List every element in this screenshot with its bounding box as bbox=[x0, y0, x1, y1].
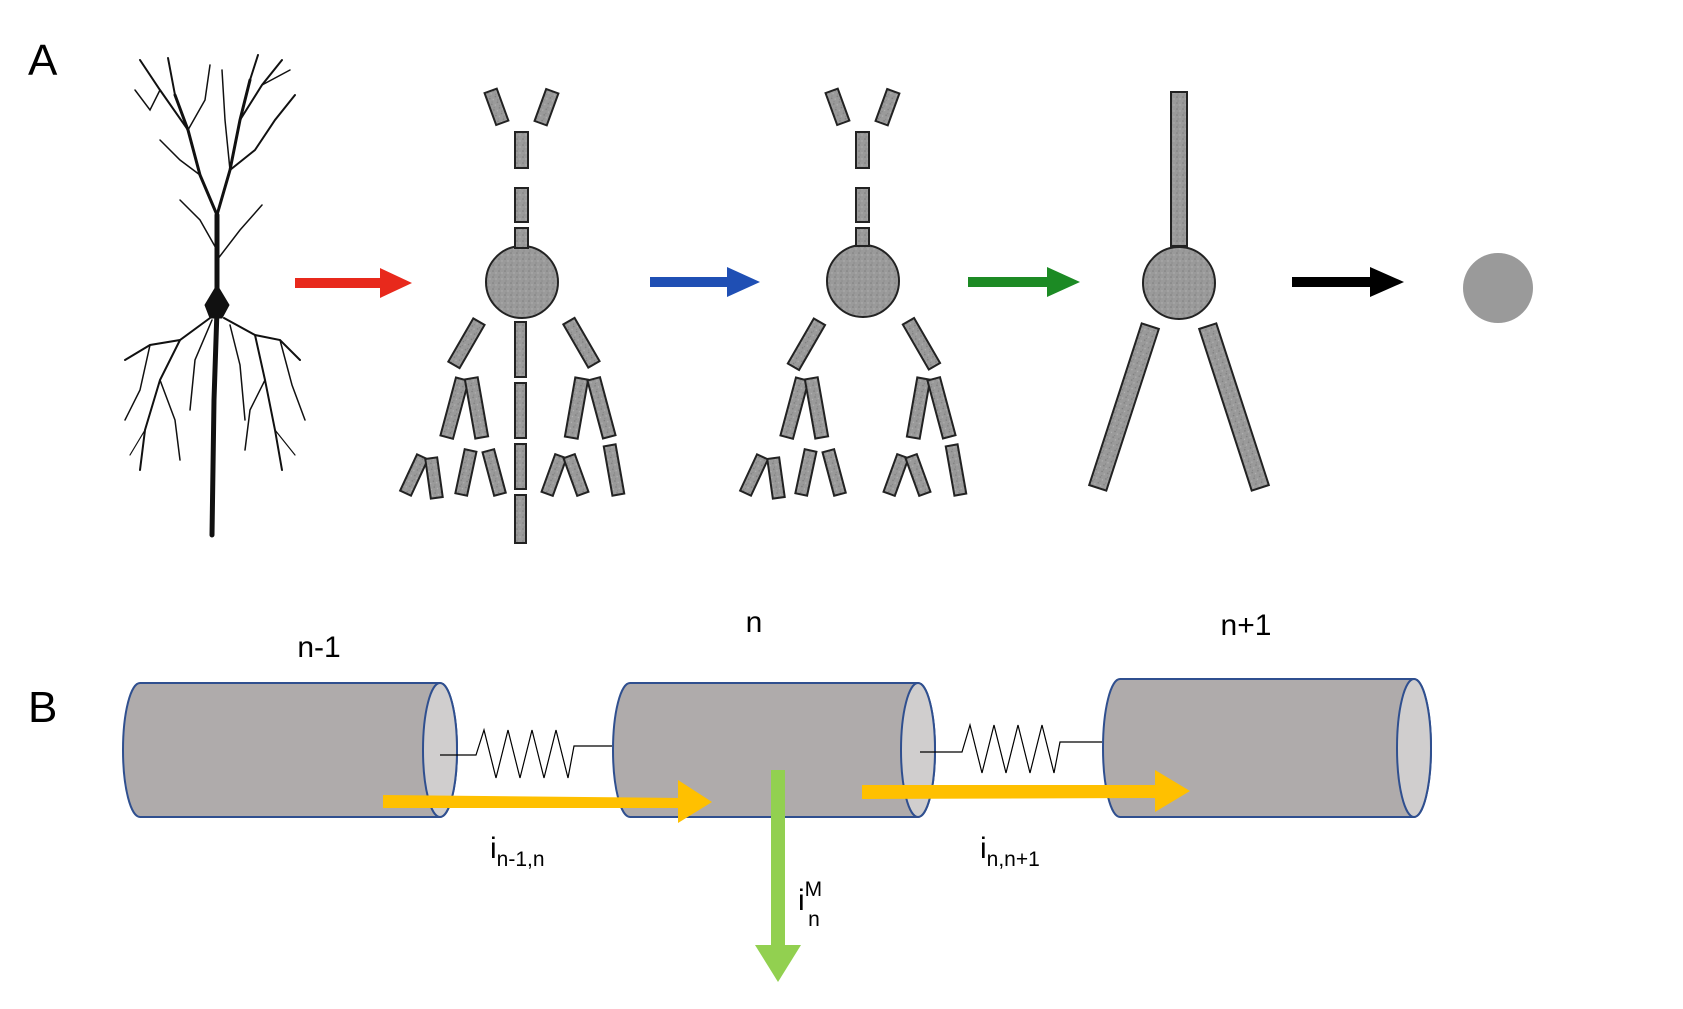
axial-current-arrow-left bbox=[383, 780, 712, 823]
panel-a-letter: A bbox=[28, 36, 58, 85]
current-left-sub: n-1,n bbox=[497, 848, 545, 871]
current-label-left: in-1,n bbox=[490, 832, 545, 871]
compartment-n bbox=[612, 682, 936, 818]
compartment-n-minus-1 bbox=[122, 682, 458, 818]
reduction-arrow-2 bbox=[650, 267, 760, 297]
compartment-model-detailed bbox=[398, 87, 626, 544]
reduction-arrow-3 bbox=[968, 267, 1080, 297]
ball-and-stick-model bbox=[1087, 91, 1271, 492]
resistor-right bbox=[920, 722, 1102, 774]
axial-current-arrow-right bbox=[862, 770, 1190, 812]
reduction-arrow-4 bbox=[1292, 267, 1404, 297]
current-membrane-base: i bbox=[798, 884, 805, 917]
reduction-arrow-1 bbox=[295, 268, 412, 298]
compartment-model-reduced bbox=[738, 87, 968, 500]
current-right-sub: n,n+1 bbox=[987, 848, 1040, 871]
current-right-base: i bbox=[980, 832, 987, 865]
panel-b-letter: B bbox=[28, 683, 57, 732]
label-n-plus-1: n+1 bbox=[1221, 609, 1272, 642]
current-membrane-sub: n bbox=[808, 908, 820, 931]
compartment-n-plus-1 bbox=[1102, 678, 1432, 818]
current-left-base: i bbox=[490, 832, 497, 865]
single-compartment-model bbox=[1463, 253, 1533, 323]
pyramidal-neuron-drawing bbox=[124, 54, 306, 538]
label-n-minus-1: n-1 bbox=[297, 631, 340, 664]
label-n: n bbox=[746, 606, 763, 639]
current-label-right: in,n+1 bbox=[980, 832, 1040, 871]
current-membrane-sup: M bbox=[805, 878, 823, 901]
resistor-left bbox=[440, 727, 612, 779]
membrane-current-arrow bbox=[755, 770, 801, 982]
